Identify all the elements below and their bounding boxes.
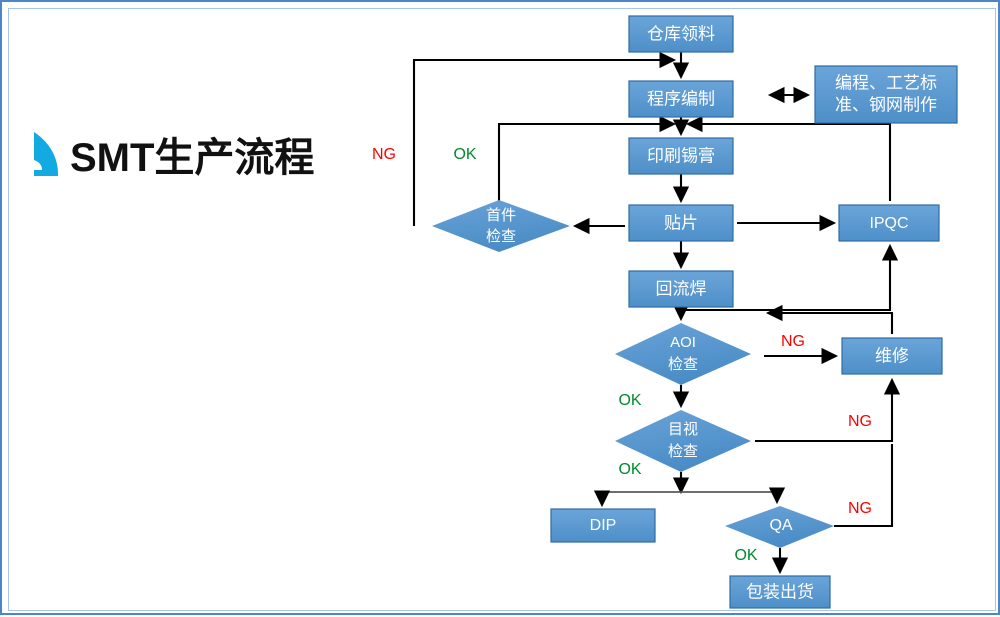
node-visual-label-line1: 目视 [668,421,698,438]
node-ipqc-label: IPQC [869,215,908,232]
node-aoi-label-line1: AOI [670,334,696,351]
node-program[interactable]: 程序编制 [628,80,734,118]
edge-label-firstcheck-ng: NG [372,146,396,163]
node-dip[interactable]: DIP [550,508,656,543]
node-reflow-label: 回流焊 [656,279,707,298]
node-dip-label: DIP [590,517,617,534]
node-ipqc[interactable]: IPQC [838,204,940,242]
sail-logo-icon [32,130,60,185]
node-firstcheck[interactable]: 首件 检查 [432,200,570,252]
node-qa[interactable]: QA [725,506,834,548]
page-title: SMT生产流程 [70,135,315,180]
edge-qa-ng [834,444,894,528]
node-visual-label-line2: 检查 [668,443,698,460]
node-aoi-label-line2: 检查 [668,356,698,373]
node-firstcheck-label-line2: 检查 [486,228,516,245]
title-block: SMT生产流程 [32,130,314,185]
node-qa-label: QA [769,517,792,534]
edge-layer [412,51,901,575]
node-reflow[interactable]: 回流焊 [628,270,734,308]
edge-label-qa-ok: OK [734,547,757,564]
node-firstcheck-label-line1: 首件 [486,207,516,224]
node-placement-label: 贴片 [664,213,698,232]
edge-label-layer: NG OK NG OK NG OK NG OK [372,146,872,564]
edge-label-visual-ok: OK [618,461,641,478]
edge-label-firstcheck-ok: OK [453,146,476,163]
node-solderpaste[interactable]: 印刷锡膏 [628,137,734,175]
edge-repair-return [765,304,894,334]
node-repair[interactable]: 维修 [841,337,943,375]
edge-visual-ng-to-repair [755,377,901,443]
node-warehouse[interactable]: 仓库领料 [628,15,734,53]
edge-label-qa-ng: NG [848,500,872,517]
edge-firstcheck-ok [497,115,677,224]
node-solderpaste-label: 印刷锡膏 [647,145,715,165]
edge-label-visual-ng: NG [848,413,872,430]
node-visual[interactable]: 目视 检查 [615,410,751,472]
edge-label-aoi-ng: NG [781,333,805,350]
node-standards[interactable]: 编程、工艺标 准、钢网制作 [814,65,958,124]
node-shipping[interactable]: 包装出货 [729,575,831,609]
node-standards-label-line2: 准、钢网制作 [835,95,937,114]
node-shipping-label: 包装出货 [746,582,814,601]
node-standards-label-line1: 编程、工艺标 [835,73,937,92]
node-warehouse-label: 仓库领料 [647,24,715,43]
node-program-label: 程序编制 [647,89,715,108]
node-aoi[interactable]: AOI 检查 [615,323,751,385]
edge-ipqc-to-paste-loop [685,115,892,201]
node-placement[interactable]: 贴片 [628,204,734,242]
edge-firstcheck-ng [412,51,677,226]
node-repair-label: 维修 [875,346,909,365]
edge-label-aoi-ok: OK [618,392,641,409]
